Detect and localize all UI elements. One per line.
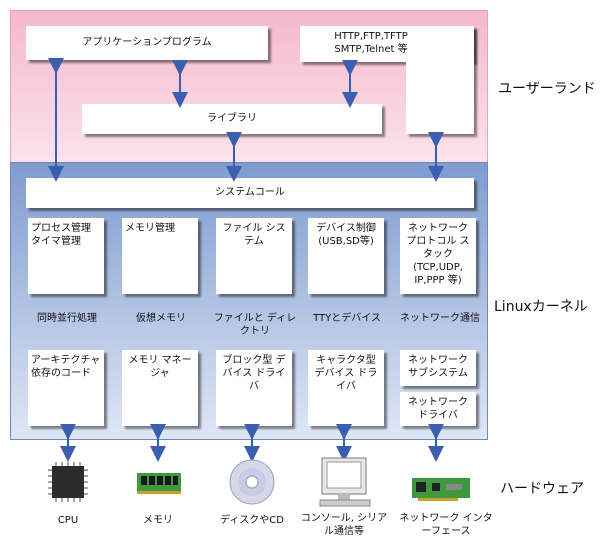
network-stack-module-label: ネットワーク プロトコル スタック (TCP,UDP, IP,PPP 等): [406, 223, 470, 286]
library-box: ライブラリ: [82, 104, 382, 134]
block-driver-box: ブロック型 デバイス ドライバ: [216, 350, 292, 426]
block-driver-label: ブロック型 デバイス ドライバ: [222, 355, 286, 392]
hw-label-memory: メモリ: [143, 515, 173, 526]
network-card-icon: [412, 478, 470, 501]
application-box: アプリケーションプログラム: [26, 26, 268, 60]
memory-icon: [137, 473, 181, 494]
filesystem-module: ファイル システム: [216, 218, 292, 294]
arch-code-label: アーキテクチャ 依存のコード: [31, 355, 101, 379]
memory-manager-label: メモリ マネージャ: [128, 355, 192, 379]
caption-files: ファイルと ディレクトリ: [213, 313, 297, 337]
userland-label: ユーザーランド: [498, 81, 596, 97]
syscall-box: システムコール: [26, 178, 474, 208]
kernel-label: Linuxカーネル: [494, 299, 588, 315]
device-control-module-label: デバイス制御 (USB,SD等): [316, 223, 376, 247]
hw-label-cpu: CPU: [57, 515, 79, 526]
network-subsystem-box: ネットワーク サブシステム: [400, 350, 476, 386]
monitor-icon: [319, 457, 371, 507]
hw-label-network: ネットワーク インターフェース: [399, 513, 493, 537]
char-driver-box: キャラクタ型 デバイス ドライバ: [308, 350, 384, 426]
hw-label-console: コンソール, シリアル通信等: [300, 513, 388, 537]
protocol-label: HTTP,FTP,TFTP SMTP,Telnet 等: [334, 31, 408, 55]
network-driver-label: ネットワーク ドライバ: [408, 397, 468, 421]
caption-network: ネットワーク通信: [400, 313, 480, 324]
library-label: ライブラリ: [207, 113, 257, 124]
hardware-label: ハードウェア: [500, 481, 584, 497]
filesystem-module-label: ファイル システム: [222, 223, 286, 247]
caption-virtual-memory: 仮想メモリ: [136, 313, 186, 324]
memory-manager-box: メモリ マネージャ: [122, 350, 198, 426]
memory-module-label: メモリ管理: [125, 223, 175, 234]
network-stack-module: ネットワーク プロトコル スタック (TCP,UDP, IP,PPP 等): [400, 218, 476, 294]
memory-module: メモリ管理: [122, 218, 198, 294]
syscall-label: システムコール: [215, 187, 285, 198]
network-subsystem-label: ネットワーク サブシステム: [408, 355, 468, 379]
process-module-label: プロセス管理 タイマ管理: [31, 223, 91, 247]
network-driver-box: ネットワーク ドライバ: [400, 392, 476, 426]
device-control-module: デバイス制御 (USB,SD等): [308, 218, 384, 294]
application-label: アプリケーションプログラム: [82, 37, 212, 48]
caption-tty: TTYとデバイス: [313, 313, 381, 324]
arch-code-box: アーキテクチャ 依存のコード: [28, 350, 104, 426]
hw-label-disc: ディスクやCD: [220, 515, 284, 526]
char-driver-label: キャラクタ型 デバイス ドライバ: [314, 355, 378, 392]
disc-icon: [229, 459, 275, 505]
process-module: プロセス管理 タイマ管理: [28, 218, 104, 294]
cpu-icon: [48, 462, 88, 502]
caption-concurrency: 同時並行処理: [37, 313, 97, 324]
